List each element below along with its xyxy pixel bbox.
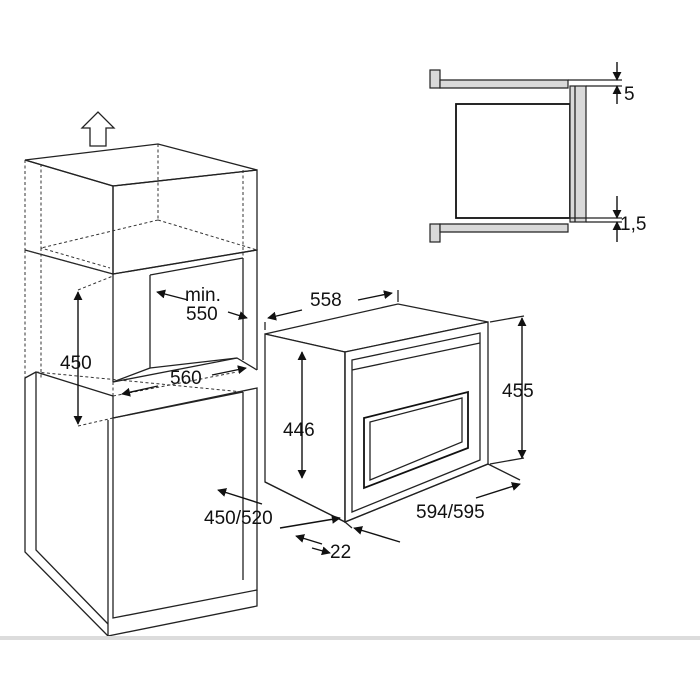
section-detail [429,62,622,243]
label-gap-top: 5 [624,84,635,105]
ventilation-up-arrow-icon [80,111,116,147]
label-min: min. [185,285,221,306]
label-oven-height-inner: 446 [283,420,315,441]
label-gap-bottom: 1,5 [620,214,646,235]
bottom-rule [0,636,700,640]
label-niche-width: 560 [170,368,202,389]
label-oven-height-front: 455 [502,381,534,402]
label-oven-depth: 450/520 [204,508,273,529]
label-front-width: 594/595 [416,502,485,523]
label-oven-width-top: 558 [310,290,342,311]
label-front-offset: 22 [330,542,351,563]
label-min-depth: 550 [186,304,218,325]
oven [217,290,527,556]
cabinet [24,111,258,637]
label-niche-height: 450 [60,353,92,374]
